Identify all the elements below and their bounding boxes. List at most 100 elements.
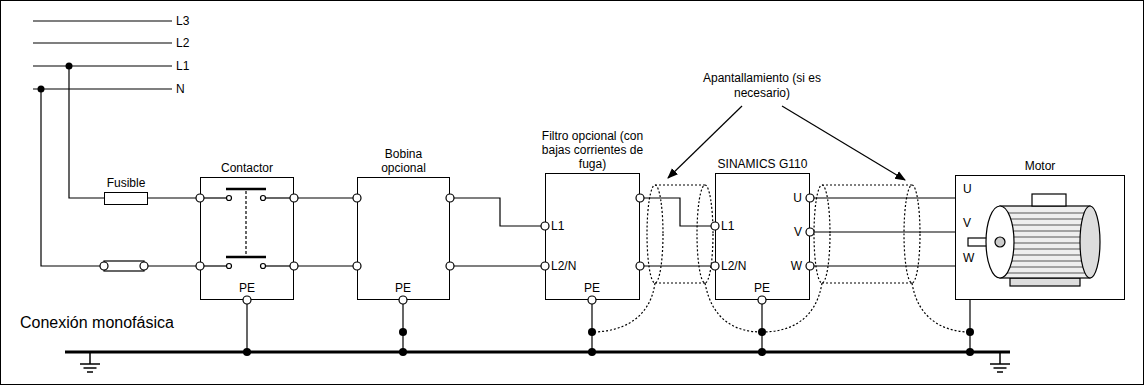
earth-wires <box>246 304 247 352</box>
junction-dot <box>38 63 73 93</box>
shield <box>912 283 970 332</box>
terminal-circle <box>636 194 644 202</box>
contactor-switch <box>227 196 232 201</box>
wire <box>640 198 715 226</box>
phase-label: L1 <box>176 59 189 74</box>
earth-bus <box>999 352 1001 364</box>
motor-illustration <box>968 194 1100 286</box>
terminal-circle <box>399 296 407 304</box>
contactor-switch <box>261 264 266 269</box>
motor-box: Motor <box>955 175 1125 300</box>
terminal-label: PE <box>584 281 600 296</box>
wire <box>810 231 955 232</box>
shield <box>592 283 655 332</box>
terminal-label: PE <box>239 281 255 296</box>
shield <box>904 185 920 283</box>
supply-lines <box>33 65 172 66</box>
shield <box>592 185 970 332</box>
phase-label: V <box>963 216 971 231</box>
contactor-switch <box>266 197 294 198</box>
contactor-switch <box>200 189 294 269</box>
earth-bus <box>758 328 766 336</box>
junction-dot <box>38 86 45 93</box>
shield <box>814 185 830 283</box>
node-heading: Contactor <box>192 161 302 175</box>
wire <box>810 197 955 198</box>
contactor-switch <box>200 265 226 266</box>
earth-bus <box>399 348 407 356</box>
terminal-circle <box>588 296 596 304</box>
earth-bus <box>84 367 97 369</box>
shield <box>762 283 822 332</box>
motor-illustration <box>995 237 1005 247</box>
motor-illustration <box>1080 206 1100 278</box>
motor-illustration <box>1004 210 1086 274</box>
node-heading: Motor <box>990 159 1090 173</box>
terminal-circle <box>446 194 454 202</box>
terminal-circle <box>196 194 814 304</box>
terminal-label: L1 <box>551 219 564 234</box>
motor-illustration <box>1032 194 1066 206</box>
terminal-label: PE <box>395 281 411 296</box>
terminal-label: L2/N <box>721 259 746 274</box>
shield <box>705 283 762 332</box>
neutral-fuse <box>100 261 148 271</box>
supply-lines <box>69 66 104 198</box>
wire <box>294 197 357 198</box>
shield <box>647 185 663 283</box>
supply-lines <box>41 89 100 266</box>
shield <box>822 184 912 185</box>
motor-illustration <box>1010 278 1080 286</box>
contactor-switch <box>200 197 226 198</box>
wire <box>640 265 715 266</box>
earth-bus <box>80 363 100 365</box>
terminal-circle <box>290 194 298 202</box>
supply-lines <box>33 42 172 43</box>
phase-label: U <box>963 182 972 197</box>
terminal-circle <box>446 262 454 270</box>
shield-arrow <box>668 106 905 180</box>
shield <box>655 282 705 283</box>
motor-illustration <box>986 206 1014 278</box>
phase-label: L3 <box>176 14 189 29</box>
neutral-fuse <box>100 262 108 270</box>
earth-bus <box>243 328 974 356</box>
title-note: Conexión monofásica <box>20 313 174 332</box>
terminal-label: U <box>793 191 802 206</box>
earth-bus <box>966 348 974 356</box>
earth-bus <box>966 328 974 336</box>
terminal-circle <box>806 194 814 202</box>
wire <box>810 265 955 266</box>
terminal-circle <box>758 296 766 304</box>
contactor-switch <box>261 196 266 201</box>
phase-label: L2 <box>176 36 189 51</box>
terminal-label: L1 <box>721 219 734 234</box>
shield <box>822 282 912 283</box>
earth-bus <box>65 351 1010 354</box>
terminal-label: L2/N <box>551 259 576 274</box>
earth-bus <box>399 328 407 336</box>
earth-bus <box>65 328 1010 372</box>
contactor-switch <box>266 265 294 266</box>
terminal-circle <box>806 228 814 236</box>
wire <box>450 198 545 226</box>
contactor-switch <box>245 191 246 255</box>
terminal-circle <box>636 262 644 270</box>
contactor-switch <box>226 188 266 191</box>
terminal-circle <box>290 262 298 270</box>
shield <box>697 185 713 283</box>
node-heading: Bobina opcional <box>368 147 440 175</box>
fuse-box: Fusible <box>104 192 148 205</box>
earth-bus <box>588 348 596 356</box>
node-heading: Fusible <box>91 176 161 190</box>
terminal-label: W <box>791 259 802 274</box>
earth-bus <box>997 371 1003 373</box>
terminal-circle <box>243 296 251 304</box>
supply-lines <box>148 265 200 266</box>
terminal-label: PE <box>754 281 770 296</box>
supply-lines <box>33 20 172 21</box>
earth-bus <box>994 367 1007 369</box>
wire <box>450 265 545 266</box>
